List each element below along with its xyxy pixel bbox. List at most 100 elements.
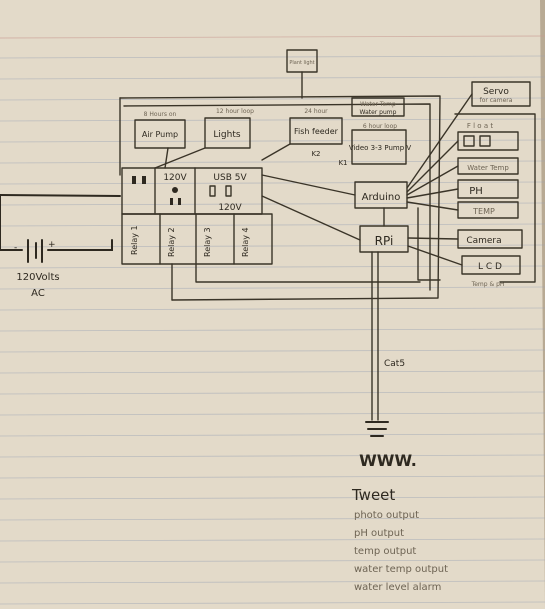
ruled-line [0,55,545,59]
ruled-line [0,307,545,311]
tweet-output-list: photo output pH output temp output water te… [354,510,448,593]
power-minus: - [14,243,17,253]
power-wire-left [0,194,23,251]
camera-wire [407,237,459,240]
inner-wire-loop [123,103,431,291]
plant-light-label: Plant light [289,60,314,66]
air-pump-label: Air Pump [142,130,178,139]
ph-label: PH [469,186,483,197]
float-label: F l o a t [467,122,493,130]
ruled-lines [0,55,545,605]
fish-feeder-note: 24 hour [304,108,328,115]
usb-port [225,185,232,197]
relay-2-label: Relay 2 [167,227,176,257]
float-sensor [479,135,491,147]
water-temp-label: Water Temp [467,164,509,172]
lights-box [204,117,251,149]
lights-label: Lights [213,130,240,140]
power-plus: + [48,240,56,250]
ruled-line [0,160,545,164]
air-pump-wire [164,147,169,169]
air-pump-note: 8 Hours on [144,111,177,118]
k2-label: K2 [311,150,320,158]
video-pump-label: Video 3-3 Pump V [349,144,412,152]
sensor-bracket [454,113,536,283]
outlet-slot [178,198,181,205]
relay-3-label: Relay 3 [203,227,212,257]
ruled-line [0,475,545,479]
k1-label: K1 [338,159,347,167]
fish-feeder-wire [261,143,291,161]
relay-block [121,213,273,265]
lcd-label: L C D [478,262,502,272]
water-pump-box [351,97,405,117]
usb-label: USB 5V [213,173,247,183]
float-wire [406,140,459,193]
usb-port [209,185,216,197]
water-pump-label: Water pump [360,109,397,116]
www-label: WWW. [359,451,417,470]
ruled-line [0,559,545,563]
rpi-power-wire [417,207,441,281]
outlet-slot [170,198,173,205]
outlet-dot [172,187,178,193]
ruled-line [0,433,545,437]
ruled-line [0,601,545,605]
ruled-line [0,496,545,500]
lcd-note: Temp & pH [471,281,505,288]
lights-note: 12 hour loop [216,108,254,115]
ruled-line [0,97,545,101]
usb-to-arduino-wire [261,174,356,196]
fish-feeder-box [289,117,343,145]
ruled-line [0,181,545,185]
tweet-title: Tweet [351,486,395,504]
ruled-line [0,538,545,542]
tweet-output-item: pH output [354,528,404,539]
water-temp-wire [406,165,459,196]
ruled-line [0,391,545,395]
outlet-120v-label: 120V [163,173,187,183]
video-pump-box [351,129,407,165]
ruled-line [0,202,545,206]
ruled-line [0,139,545,143]
usb-to-rpi-wire [261,195,361,241]
power-ac-label: AC [31,288,45,299]
ruled-line [0,265,545,269]
main-enclosure [119,95,441,301]
camera-label: Camera [466,236,501,246]
power-wire-top [0,194,121,197]
arduino-label: Arduino [362,192,401,203]
servo-wire [406,93,473,189]
power-wire-right [47,239,113,251]
tweet-output-item: temp output [354,546,416,557]
ruled-line [0,349,545,353]
servo-note: for camera [480,97,513,104]
float-sensor [463,135,475,147]
rpi-label: RPi [375,234,394,248]
ruled-line [0,328,545,332]
cat5-label: Cat5 [384,359,405,369]
tweet-output-item: photo output [354,510,419,521]
temp-label: TEMP [472,207,495,216]
ph-wire [406,188,459,199]
relay-1-label: Relay 1 [130,225,139,255]
paper-margin-line [0,35,545,39]
ruled-line [0,412,545,416]
ruled-line [0,454,545,458]
tweet-output-item: water level alarm [354,582,441,593]
servo-label: Servo [483,87,509,97]
outlet-slot [142,176,146,184]
relay-wire [195,263,421,283]
air-pump-box [134,119,186,149]
ruled-line [0,76,545,80]
video-pump-note: 6 hour loop [363,123,397,130]
ruled-line [0,517,545,521]
relay-4-label: Relay 4 [241,227,250,257]
temp-wire [406,201,459,211]
ruled-line [0,370,545,374]
tweet-output-item: water temp output [354,564,448,575]
water-pump-note: Water Temp [360,101,396,108]
fish-feeder-label: Fish feeder [294,127,339,136]
